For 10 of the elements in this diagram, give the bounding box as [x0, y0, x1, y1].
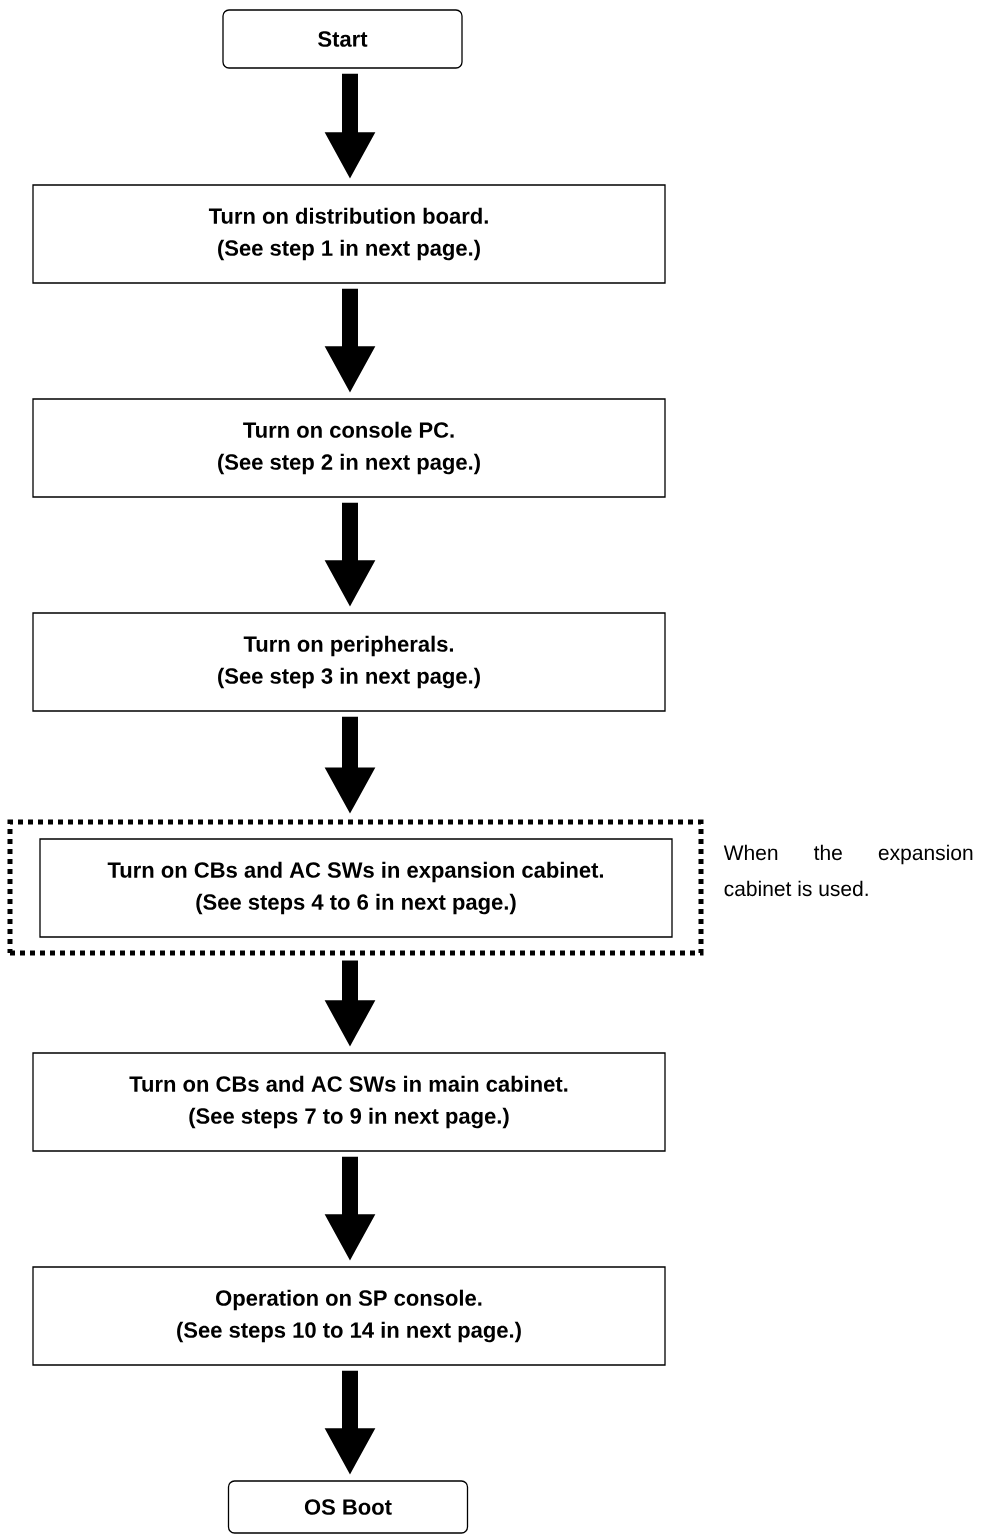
terminal-box: OS Boot	[227, 1480, 469, 1534]
process-box: Turn on console PC. (See step 2 in next page.)	[32, 398, 666, 498]
process-box: Turn on distribution board. (See step 1 in next page.)	[32, 184, 666, 284]
note-text: When the expansion cabinet is used.	[723, 844, 973, 897]
process-box: Turn on CBs and AC SWs in main cabinet. (See steps 7 to 9 in next page.)	[32, 1052, 666, 1152]
terminal-box: Start	[222, 9, 463, 69]
process-box: Operation on SP console. (See steps 10 to 14 in next page.)	[32, 1266, 666, 1366]
dotted-frame	[7, 819, 704, 956]
process-box: Turn on CBs and AC SWs in expansion cabinet. (See steps 4 to 6 in next page.)	[39, 838, 673, 938]
process-box: Turn on peripherals. (See step 3 in next page.)	[32, 612, 666, 712]
